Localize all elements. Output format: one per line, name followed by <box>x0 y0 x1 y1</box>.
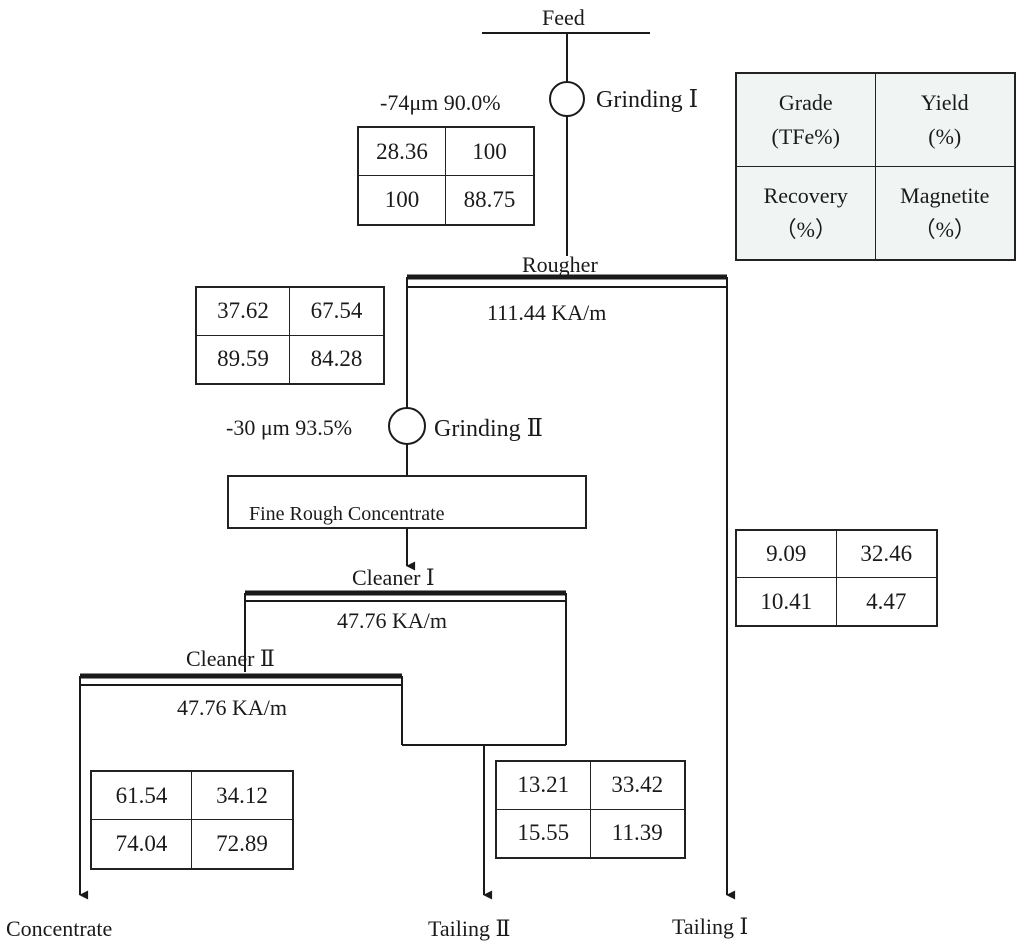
tailing-1-recovery: 10.41 <box>737 578 837 625</box>
feed-magnetite: 88.75 <box>463 187 516 212</box>
feed-label: Feed <box>542 5 585 30</box>
tailing-2-grade: 13.21 <box>497 762 591 810</box>
concentrate-label: Concentrate <box>6 916 113 941</box>
legend-magnetite-label: Magnetite <box>900 182 990 208</box>
rougher-concentrate-recovery: 89.59 <box>197 335 290 383</box>
legend-grade-cell: Grade (TFe%) <box>737 74 876 167</box>
grinding-1-label: Grinding Ⅰ <box>596 87 699 113</box>
grinding-2-label: Grinding Ⅱ <box>434 416 543 442</box>
rougher-label: Rougher <box>522 252 598 277</box>
cleaner-2-field-label: 47.76 KA/m <box>177 695 287 720</box>
rougher-concentrate-grade: 37.62 <box>197 288 290 336</box>
grinding-1-mill <box>549 81 585 117</box>
fine-rough-concentrate-box: Fine Rough Concentrate <box>227 475 587 529</box>
feed-yield: 100 <box>446 128 533 176</box>
cleaner-1-field-label: 47.76 KA/m <box>337 608 447 633</box>
feed-data-box: 28.36 100 100 88.75 <box>357 126 535 226</box>
legend-grade-label: Grade <box>778 89 833 115</box>
feed-grade: 28.36 <box>359 128 446 176</box>
tailing-1-grade: 9.09 <box>737 531 837 578</box>
concentrate-data-box: 61.54 34.12 74.04 72.89 <box>90 770 294 870</box>
fine-rough-concentrate-label: Fine Rough Concentrate <box>249 503 445 525</box>
rougher-concentrate-yield: 67.54 <box>290 288 383 336</box>
legend-recovery-label: Recovery <box>763 182 848 208</box>
rougher-concentrate-data-box: 37.62 67.54 89.59 84.28 <box>195 286 385 385</box>
tailing-2-label: Tailing Ⅱ <box>428 916 511 941</box>
cleaner-1-label: Cleaner Ⅰ <box>352 565 435 590</box>
tailing-2-magnetite: 11.39 <box>611 820 663 846</box>
tailing-1-yield: 32.46 <box>836 531 936 578</box>
tailing-2-yield: 33.42 <box>590 762 684 810</box>
legend-grade-unit: (TFe%) <box>771 123 840 149</box>
legend-yield-cell: Yield (%) <box>875 74 1014 167</box>
concentrate-grade: 61.54 <box>92 772 192 820</box>
legend-magnetite-unit: （%） <box>913 216 976 242</box>
concentrate-yield: 34.12 <box>192 772 292 820</box>
legend-recovery-cell: Recovery （%） <box>737 166 876 259</box>
rougher-field-label: 111.44 KA/m <box>487 300 607 325</box>
tailing-1-label: Tailing Ⅰ <box>672 914 749 939</box>
tailing-1-magnetite: 4.47 <box>866 588 907 614</box>
legend-yield-unit: (%) <box>928 123 962 149</box>
grinding-1-size-label: -74μm 90.0% <box>380 90 501 115</box>
legend-magnetite-cell: Magnetite （%） <box>876 167 1015 260</box>
legend-recovery-unit: （%） <box>774 216 837 242</box>
legend-box: Grade (TFe%) Yield (%) Recovery （%） Magn… <box>735 72 1016 261</box>
rougher-concentrate-magnetite: 84.28 <box>310 346 363 372</box>
cleaner-2-label: Cleaner Ⅱ <box>186 646 275 671</box>
concentrate-recovery: 74.04 <box>92 820 192 868</box>
grinding-2-size-label: -30 μm 93.5% <box>226 415 353 440</box>
concentrate-magnetite: 72.89 <box>216 831 268 856</box>
tailing-1-data-box: 9.09 32.46 10.41 4.47 <box>735 529 938 627</box>
tailing-2-recovery: 15.55 <box>497 809 591 857</box>
feed-recovery: 100 <box>359 176 446 224</box>
legend-yield-label: Yield <box>920 89 969 115</box>
tailing-2-data-box: 13.21 33.42 15.55 11.39 <box>495 760 686 859</box>
grinding-2-mill <box>388 407 426 445</box>
